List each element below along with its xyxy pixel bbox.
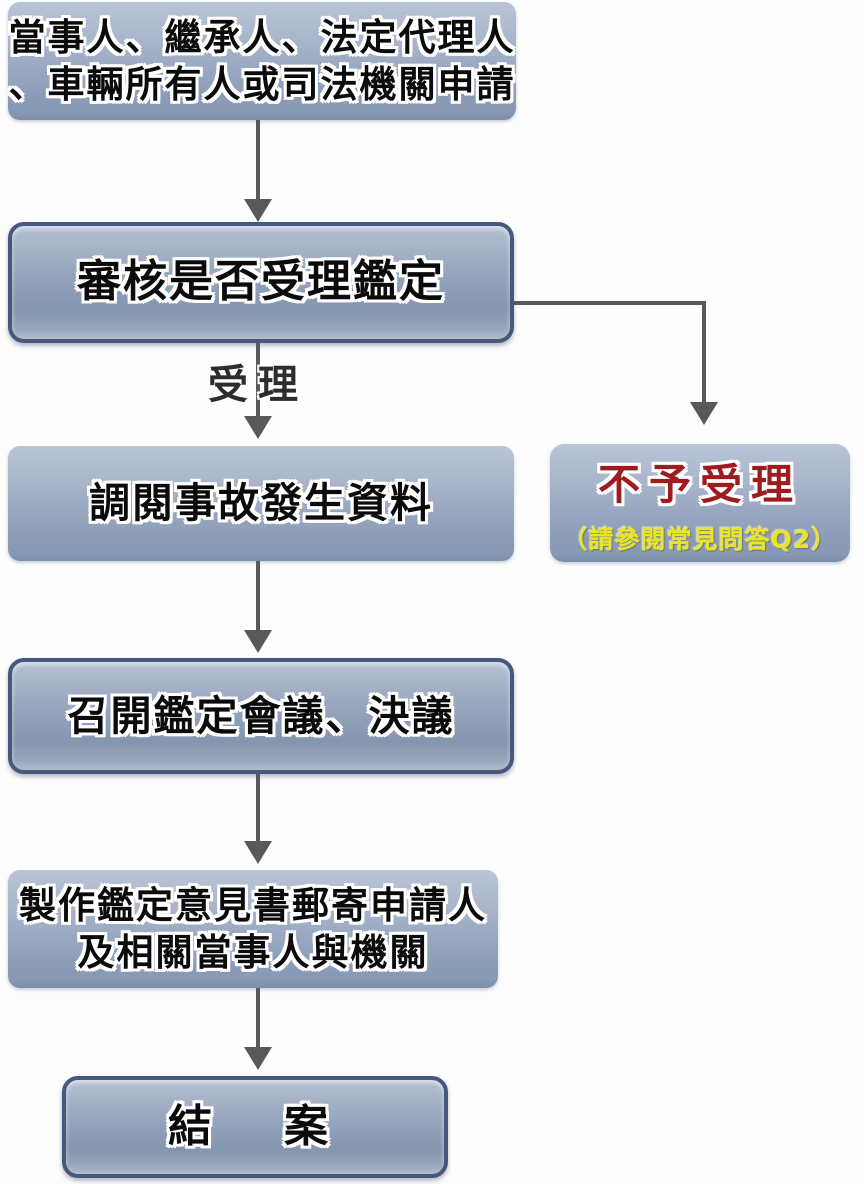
node-appraisal-meeting: 召開鑑定會議、決議 xyxy=(8,658,514,774)
arrowhead-icon xyxy=(244,841,272,864)
node-application-line2: 、車輛所有人或司法機關申請 xyxy=(8,63,516,106)
node-review-label: 審核是否受理鑑定 xyxy=(77,256,445,308)
arrowhead-icon xyxy=(244,1047,272,1070)
node-application-line1: 當事人、繼承人、法定代理人 xyxy=(8,15,516,59)
node-not-accepted-title: 不予受理 xyxy=(597,459,802,509)
edge-application-to-review xyxy=(256,120,260,200)
arrowhead-icon xyxy=(244,199,272,222)
edge-review-to-reject-vertical xyxy=(702,301,706,403)
node-mail-line1: 製作鑑定意見書郵寄申請人 xyxy=(19,883,487,927)
node-meeting-label: 召開鑑定會議、決議 xyxy=(67,691,455,740)
node-not-accepted-subtitle: （請參閱常見問答Q2） xyxy=(562,524,838,554)
node-close-label: 結 案 xyxy=(168,1100,342,1152)
edge-mail-to-close xyxy=(256,988,260,1048)
node-mail-opinion: 製作鑑定意見書郵寄申請人 及相關當事人與機關 xyxy=(8,870,498,988)
node-mail-line2: 及相關當事人與機關 xyxy=(77,931,429,974)
node-review-acceptance: 審核是否受理鑑定 xyxy=(8,222,514,343)
node-retrieve-label: 調閱事故發生資料 xyxy=(89,479,433,528)
edge-retrieve-to-meeting xyxy=(256,561,260,631)
node-not-accepted: 不予受理 （請參閱常見問答Q2） xyxy=(550,444,850,562)
edge-review-to-retrieve xyxy=(256,343,260,417)
edge-label-accept: 受理 xyxy=(208,362,308,408)
node-application: 當事人、繼承人、法定代理人 、車輛所有人或司法機關申請 xyxy=(8,2,516,120)
arrowhead-icon xyxy=(244,630,272,653)
arrowhead-icon xyxy=(244,416,272,439)
node-case-closed: 結 案 xyxy=(62,1076,448,1178)
edge-meeting-to-mail xyxy=(256,774,260,842)
edge-review-to-reject-horizontal xyxy=(514,301,706,305)
node-retrieve-accident-data: 調閱事故發生資料 xyxy=(8,446,514,561)
arrowhead-icon xyxy=(690,402,718,425)
